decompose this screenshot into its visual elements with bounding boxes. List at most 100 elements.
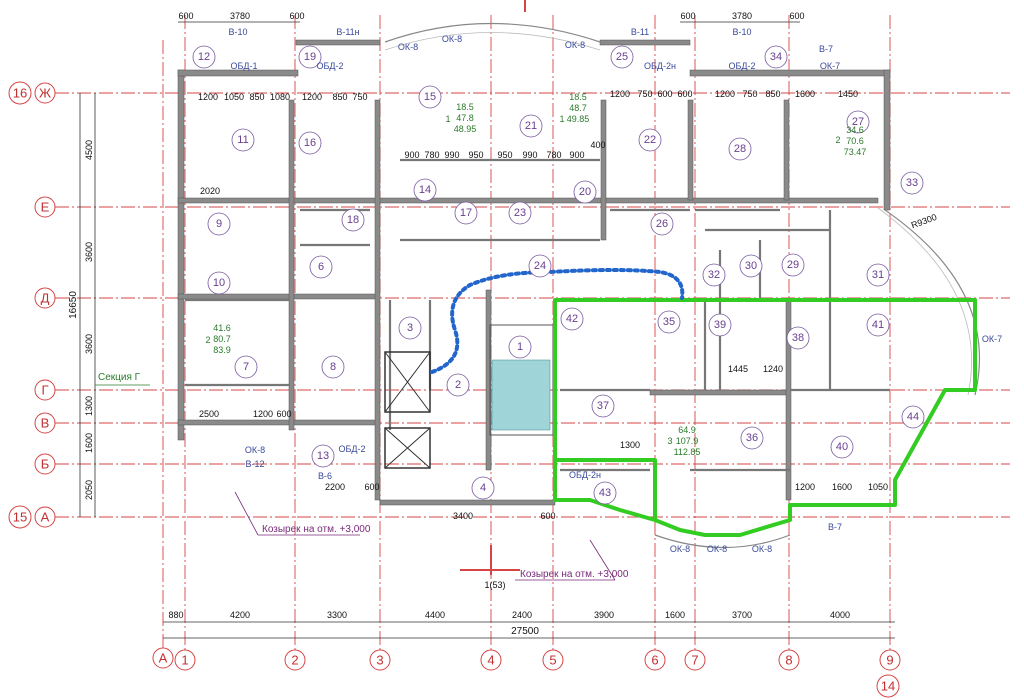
dim-left-4500: 4500 — [84, 140, 94, 160]
idim-30: 600 — [364, 482, 379, 492]
axis-bubble-h-D — [34, 287, 56, 309]
idim-6: 750 — [352, 92, 367, 102]
dim-880: 880 — [168, 610, 183, 620]
room-bubble-29 — [781, 253, 805, 277]
room-number-11: 11 — [237, 134, 248, 146]
room-number-40: 40 — [836, 441, 848, 453]
annotations: Козырек на отм. +3,000 Козырек на отм. +… — [95, 0, 938, 590]
interior-dimension-labels: 1200 1050 850 1080 1200 850 750 1200 750… — [198, 89, 888, 521]
room-number-9: 9 — [216, 218, 222, 230]
dim-3300: 3300 — [327, 610, 347, 620]
room-number-42: 42 — [566, 313, 578, 325]
axis-label-h-Zh: Ж — [39, 86, 51, 101]
svg-text:2: 2 — [835, 135, 840, 145]
room-bubble-19 — [298, 45, 322, 69]
window-labels: В-10 В-11н ОК-8 ОК-8 ОК-8 В-11 В-10 В-7 … — [228, 27, 1002, 554]
room-number-3: 3 — [407, 322, 413, 334]
idim-31: 3400 — [453, 511, 473, 521]
idim-28: 600 — [276, 409, 291, 419]
idim-25: 2020 — [200, 186, 220, 196]
axis-bubble-v-9 — [879, 649, 901, 671]
room-number-36: 36 — [746, 432, 758, 444]
idim-17: 780 — [424, 150, 439, 160]
left-dimension-labels: 4500 3600 3600 1300 1600 2050 16650 — [68, 140, 94, 500]
axis-bubble-v-5 — [542, 649, 564, 671]
room-number-20: 20 — [579, 186, 591, 198]
svg-text:2: 2 — [205, 335, 210, 345]
room-number-2: 2 — [455, 379, 461, 391]
room-bubble-43 — [593, 481, 617, 505]
room-bubble-42 — [560, 307, 584, 331]
dim-left-2050: 2050 — [84, 480, 94, 500]
room-bubble-2 — [446, 373, 470, 397]
idim-35: 1300 — [620, 440, 640, 450]
room-number-26: 26 — [656, 218, 668, 230]
idim-36: 1600 — [832, 482, 852, 492]
win-label-15: В-6 — [318, 471, 332, 481]
dimension-lines — [79, 21, 895, 639]
svg-text:64.9: 64.9 — [678, 425, 696, 435]
area-label-left: 2 41.6 80.7 83.9 — [205, 323, 230, 355]
idim-10: 600 — [677, 89, 692, 99]
dim-top-3780b: 3780 — [732, 11, 752, 21]
radius-note: R9300 — [910, 212, 938, 230]
win-label-17: ОБД-2н — [569, 470, 601, 480]
room-bubble-34 — [764, 45, 788, 69]
win-label-22: ОК-7 — [982, 334, 1002, 344]
dim-left-3600a: 3600 — [84, 242, 94, 262]
axis-bubble-v-A — [152, 647, 174, 669]
svg-text:18.5: 18.5 — [569, 92, 587, 102]
svg-text:112.85: 112.85 — [674, 447, 701, 457]
room-number-1: 1 — [517, 341, 523, 353]
svg-text:48.7: 48.7 — [569, 103, 587, 113]
room-bubble-37 — [591, 394, 615, 418]
stair-core — [384, 324, 554, 469]
axis-label-v-3: 3 — [376, 653, 383, 668]
axis-label-v-4: 4 — [487, 653, 494, 668]
room-bubble-3 — [398, 316, 422, 340]
vertical-axis-lines — [162, 15, 891, 650]
idim-3: 1080 — [270, 92, 290, 102]
room-bubble-30 — [739, 254, 763, 278]
room-number-6: 6 — [318, 261, 324, 273]
svg-text:83.9: 83.9 — [213, 345, 231, 355]
room-bubble-24 — [528, 254, 552, 278]
room-bubble-36 — [740, 426, 764, 450]
idim-8: 750 — [637, 89, 652, 99]
bottom-dimension-labels: 880 4200 3300 4400 2400 3900 1600 3700 4… — [168, 610, 850, 637]
highlighted-apartment-outline — [553, 298, 977, 537]
axis-bubble-v-2 — [284, 649, 306, 671]
idim-22: 780 — [546, 150, 561, 160]
room-number-39: 39 — [714, 319, 726, 331]
win-label-12: ОК-7 — [820, 61, 840, 71]
room-number-32: 32 — [708, 269, 720, 281]
area-label-center-right: 3 64.9 107.9 112.85 — [667, 425, 700, 457]
idim-0: 1200 — [198, 92, 218, 102]
room-bubble-33 — [900, 171, 924, 195]
svg-text:107.9: 107.9 — [676, 436, 699, 446]
axis-bubble-v-1 — [174, 649, 196, 671]
axis-bubble-h-Zh — [34, 82, 56, 104]
axis-label-h-D: Д — [41, 291, 50, 306]
win-label-3: ОК-8 — [442, 34, 462, 44]
room-bubble-16 — [298, 131, 322, 155]
axis-label-v-5: 5 — [549, 653, 556, 668]
idim-38: 1200 — [795, 482, 815, 492]
room-bubble-38 — [786, 326, 810, 350]
room-number-16: 16 — [304, 137, 316, 149]
dim-top-600a: 600 — [178, 11, 193, 21]
win-label-6: В-10 — [732, 27, 751, 37]
area-label-top-right: 2 34.6 70.6 73.47 — [835, 125, 866, 157]
win-label-2: ОК-8 — [398, 42, 418, 52]
axis-label-h-V: В — [41, 416, 50, 431]
win-label-21: В-7 — [828, 522, 842, 532]
axis-bubble-v-6 — [644, 649, 666, 671]
room-bubble-20 — [573, 180, 597, 204]
room-bubble-13 — [311, 444, 335, 468]
room-bubble-44 — [901, 405, 925, 429]
idim-24: 400 — [590, 140, 605, 150]
room-bubble-35 — [657, 310, 681, 334]
room-number-28: 28 — [734, 143, 746, 155]
